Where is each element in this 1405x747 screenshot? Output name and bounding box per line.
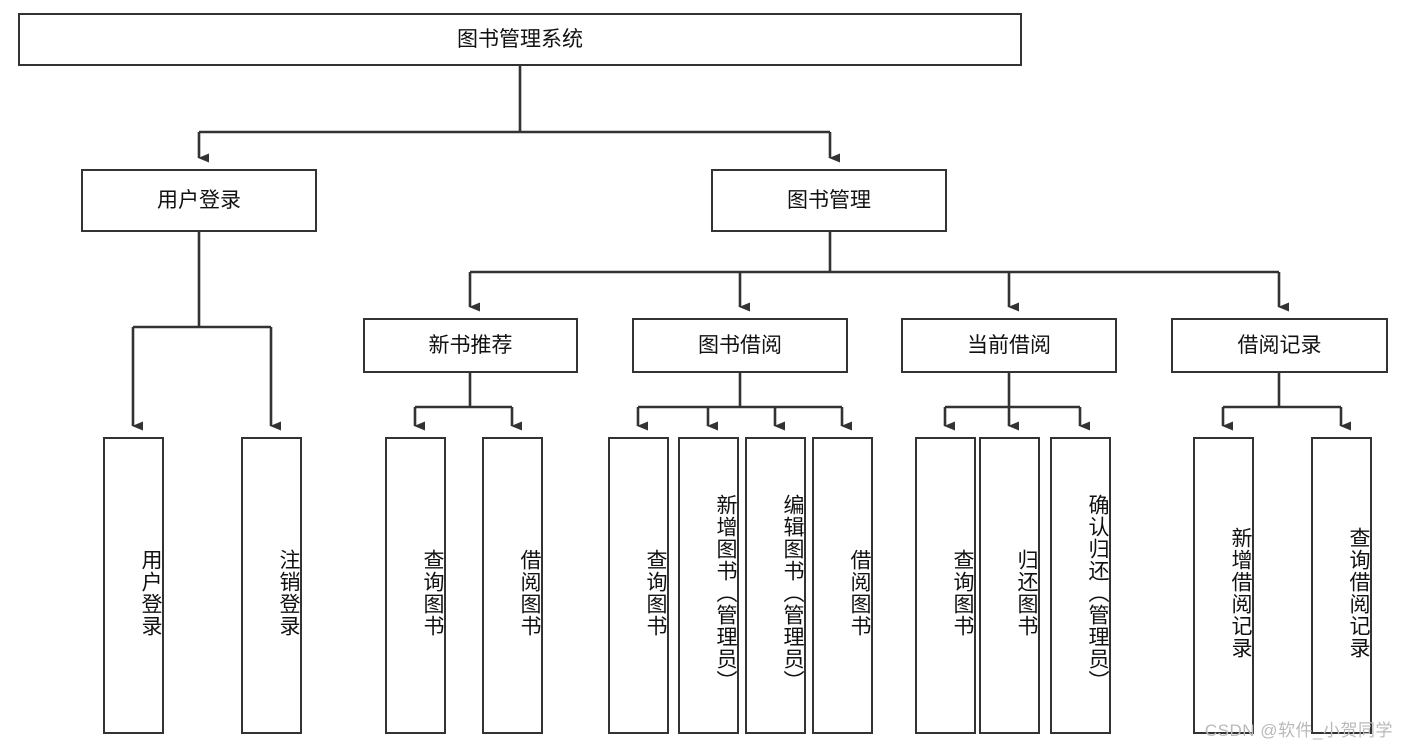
leaf-current-confirm-return-admin[interactable]: 确认归还（管理员）: [1050, 437, 1111, 734]
node-book-borrow[interactable]: 图书借阅: [632, 318, 848, 373]
leaf-recommend-query-book[interactable]: 查询图书: [385, 437, 446, 734]
node-book-management[interactable]: 图书管理: [711, 169, 947, 232]
leaf-user-login-signout[interactable]: 注销登录: [241, 437, 302, 734]
leaf-current-query-book[interactable]: 查询图书: [915, 437, 976, 734]
leaf-user-login-signin[interactable]: 用户登录: [103, 437, 164, 734]
node-user-login[interactable]: 用户登录: [81, 169, 317, 232]
csdn-watermark: CSDN @软件_小贺同学: [1204, 721, 1393, 740]
leaf-borrow-borrow-book[interactable]: 借阅图书: [812, 437, 873, 734]
leaf-recommend-borrow-book[interactable]: 借阅图书: [482, 437, 543, 734]
node-root-system[interactable]: 图书管理系统: [18, 13, 1022, 66]
node-borrow-record[interactable]: 借阅记录: [1171, 318, 1388, 373]
leaf-borrow-query-book[interactable]: 查询图书: [608, 437, 669, 734]
leaf-record-add-record[interactable]: 新增借阅记录: [1193, 437, 1254, 734]
leaf-borrow-edit-book-admin[interactable]: 编辑图书（管理员）: [745, 437, 806, 734]
node-current-borrow[interactable]: 当前借阅: [901, 318, 1117, 373]
leaf-current-return-book[interactable]: 归还图书: [979, 437, 1040, 734]
leaf-record-query-record[interactable]: 查询借阅记录: [1311, 437, 1372, 734]
node-new-book-recommend[interactable]: 新书推荐: [363, 318, 578, 373]
leaf-borrow-add-book-admin[interactable]: 新增图书（管理员）: [678, 437, 739, 734]
